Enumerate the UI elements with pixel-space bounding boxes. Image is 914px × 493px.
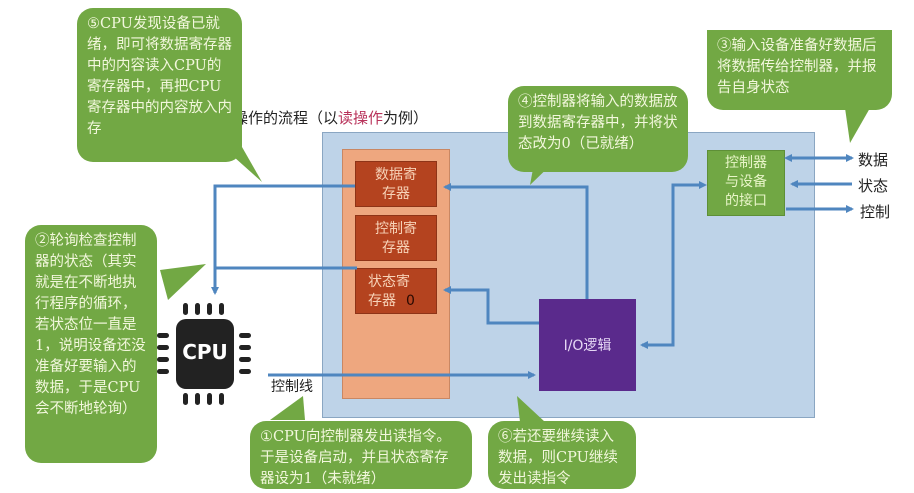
device-interface-label-1: 控制器 [725, 155, 767, 171]
data-register-label-2: 存器 [382, 186, 410, 202]
data-register: 数据寄 存器 [355, 161, 437, 207]
bubble-step1: ①CPU向控制器发出读指令。于是设备启动，并且状态寄存器设为1（未就绪） [250, 421, 472, 489]
data-register-label-1: 数据寄 [375, 167, 417, 183]
bubble-step6: ⑥若还要继续读入数据，则CPU继续发出读指令 [488, 421, 636, 489]
arrow-interface-io [640, 181, 707, 349]
status-register-label-2: 存器 [368, 293, 396, 309]
io-logic-block: I/O逻辑 [539, 299, 636, 391]
bubble-tail-step3 [845, 108, 870, 143]
bubble-tail-step2 [160, 264, 206, 300]
control-register-label-1: 控制寄 [375, 221, 417, 237]
bubble-step5: ⑤CPU发现设备已就绪，即可将数据寄存器中的内容读入CPU的寄存器中，再把CPU… [77, 8, 242, 162]
arrow-io-to-data-register [443, 183, 589, 299]
bubble-tail-step6 [517, 396, 545, 422]
bubble-step3: ③输入设备准备好数据后将数据传给控制器，并报告自身状态 [707, 30, 892, 110]
control-register: 控制寄 存器 [355, 215, 437, 261]
status-register: 状态寄 存器 0 [355, 268, 437, 314]
device-interface-label-2: 与设备 [725, 174, 767, 190]
title-suffix: 为例） [383, 109, 429, 127]
bubble-step2: ②轮询检查控制器的状态（其实就是在不断地执行程序的循环，若状态位一直是1，说明设… [25, 225, 157, 463]
device-interface-label-3: 的接口 [725, 193, 767, 209]
title-prefix: 操作的流程（以 [233, 109, 339, 127]
bubble-tail-step1 [270, 396, 305, 420]
diagram-title: 操作的流程（以读操作为例） [233, 107, 428, 128]
cpu-chip-icon [157, 303, 251, 405]
signal-label-data: 数据 [858, 151, 889, 169]
control-register-label-2: 存器 [382, 240, 410, 256]
io-logic-label: I/O逻辑 [563, 338, 612, 354]
device-interface-block: 控制器 与设备 的接口 [707, 150, 785, 216]
signal-label-status: 状态 [858, 177, 889, 195]
signal-label-control: 控制 [860, 203, 891, 221]
cpu-label: CPU [182, 340, 228, 364]
status-register-value: 0 [406, 293, 415, 309]
status-register-label-1: 状态寄 [368, 274, 410, 290]
bubble-step4: ④控制器将输入的数据放到数据寄存器中，并将状态改为0（已就绪） [508, 86, 688, 172]
title-highlight: 读操作 [338, 109, 384, 127]
arrow-io-to-status-register [443, 286, 539, 325]
control-line-label: 控制线 [271, 379, 313, 395]
arrow-data-register-to-cpu [211, 184, 355, 295]
